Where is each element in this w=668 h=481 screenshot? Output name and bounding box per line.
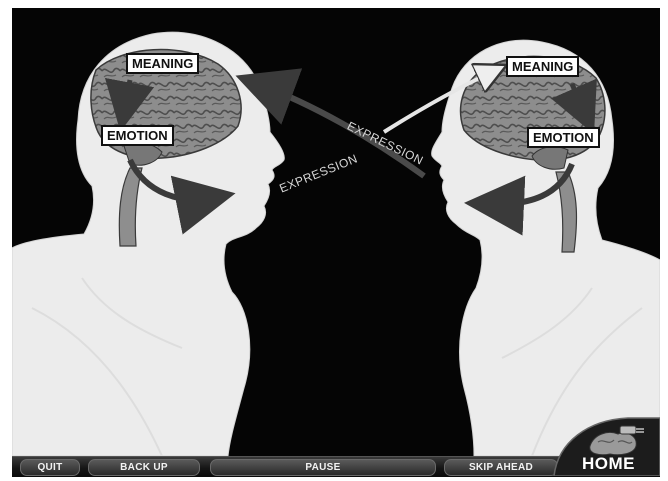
quit-button[interactable]: QUIT bbox=[20, 459, 80, 476]
home-label[interactable]: HOME bbox=[582, 454, 635, 474]
left-head bbox=[12, 32, 284, 456]
left-meaning-label: MEANING bbox=[126, 53, 199, 74]
skip-ahead-button[interactable]: SKIP AHEAD bbox=[444, 459, 558, 476]
right-emotion-label: EMOTION bbox=[527, 127, 600, 148]
right-meaning-label: MEANING bbox=[506, 56, 579, 77]
left-emotion-label: EMOTION bbox=[101, 125, 174, 146]
right-head bbox=[432, 40, 660, 456]
back-up-button[interactable]: BACK UP bbox=[88, 459, 200, 476]
scene-area: MEANING EMOTION MEANING EMOTION EXPRESSI… bbox=[12, 8, 660, 456]
pause-button[interactable]: PAUSE bbox=[210, 459, 436, 476]
